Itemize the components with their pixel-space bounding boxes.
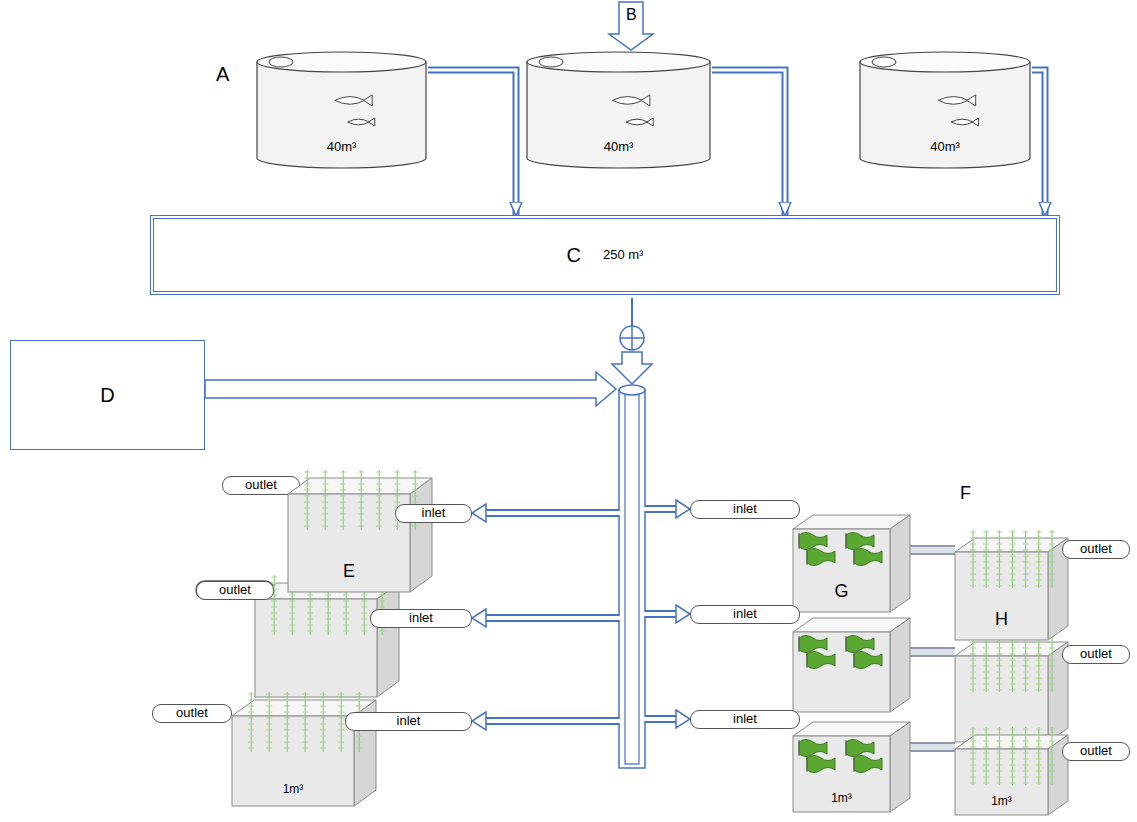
tank-outline [288, 478, 432, 592]
volume-label: 40m³ [327, 140, 357, 154]
volume-label: 1m³ [991, 795, 1012, 808]
pipe-connector [1032, 70, 1045, 215]
culture-tank: E [288, 478, 432, 592]
inflow-letter: B [626, 7, 637, 23]
pipe-label: outlet [1080, 647, 1112, 661]
pipe-label: outlet [1080, 744, 1112, 758]
pipe-label: outlet [219, 583, 251, 597]
culture-tank: 1m³ [793, 722, 910, 812]
outlet-pipe: outlet [196, 581, 274, 600]
outlet-pipe: outlet [1062, 645, 1130, 664]
culture-tank: H [955, 538, 1068, 640]
inlet-pipe: inlet [395, 504, 472, 523]
branch-arrow [472, 500, 690, 730]
pipe-label: outlet [1080, 542, 1112, 556]
volume-label: 1m³ [831, 792, 852, 805]
part-letter: E [343, 562, 355, 582]
pipe-label: inlet [733, 502, 757, 516]
inlet-pipe: inlet [690, 710, 800, 729]
culture-tank [255, 575, 399, 697]
pipe-label: inlet [409, 611, 433, 625]
culture-tank: G [793, 515, 910, 612]
group-letter: A [216, 64, 229, 84]
pipe-label: inlet [733, 712, 757, 726]
outlet-pipe: outlet [1062, 742, 1130, 761]
volume-label: 40m³ [930, 140, 960, 154]
part-letter: H [995, 610, 1008, 630]
inlet-pipe: inlet [370, 609, 472, 628]
tank-outline [793, 515, 910, 612]
pipe-label: outlet [245, 478, 277, 492]
fish-tank: 40m³ [858, 50, 1032, 170]
source-box: D [10, 340, 205, 450]
pipe-connector [910, 550, 955, 551]
culture-tank [793, 618, 910, 712]
pipe-connector [712, 70, 785, 215]
volume-label: 1m³ [283, 783, 304, 796]
inlet-pipe: inlet [345, 712, 472, 731]
pipe-label: outlet [176, 706, 208, 720]
fish-tank: 40m³ [525, 50, 712, 170]
flow-arrow [612, 352, 652, 384]
distribution-pipe [619, 385, 645, 395]
pump-pipe [631, 298, 633, 326]
inlet-pipe: inlet [690, 605, 800, 624]
distribution-pipe [619, 390, 645, 768]
tank-outline [955, 538, 1068, 640]
pump-symbol [631, 326, 633, 350]
outlet-pipe: outlet [1062, 540, 1130, 559]
part-letter: C [567, 244, 581, 266]
pipe-label: inlet [733, 607, 757, 621]
part-letter: F [960, 484, 971, 502]
inflow-arrow [609, 2, 653, 50]
volume-label: 40m³ [604, 140, 634, 154]
pipe-connector [910, 747, 955, 748]
distribution-pipe [625, 394, 639, 764]
part-letter: G [834, 582, 848, 602]
part-letter: D [100, 384, 114, 406]
flow-arrow [205, 372, 616, 406]
fish-tank: 40m³ [255, 50, 428, 170]
culture-tank: 1m³ [955, 735, 1068, 815]
culture-tank [955, 634, 1068, 742]
pipe-connector [428, 70, 516, 215]
volume-label: 250 m³ [603, 248, 643, 262]
inlet-pipe: inlet [690, 500, 800, 519]
outlet-pipe: outlet [222, 476, 300, 495]
pump-symbol [620, 326, 644, 350]
pipe-label: inlet [397, 714, 421, 728]
sump-tank: C 250 m³ [150, 215, 1060, 295]
outlet-pipe: outlet [152, 704, 232, 723]
pipe-label: inlet [422, 506, 446, 520]
